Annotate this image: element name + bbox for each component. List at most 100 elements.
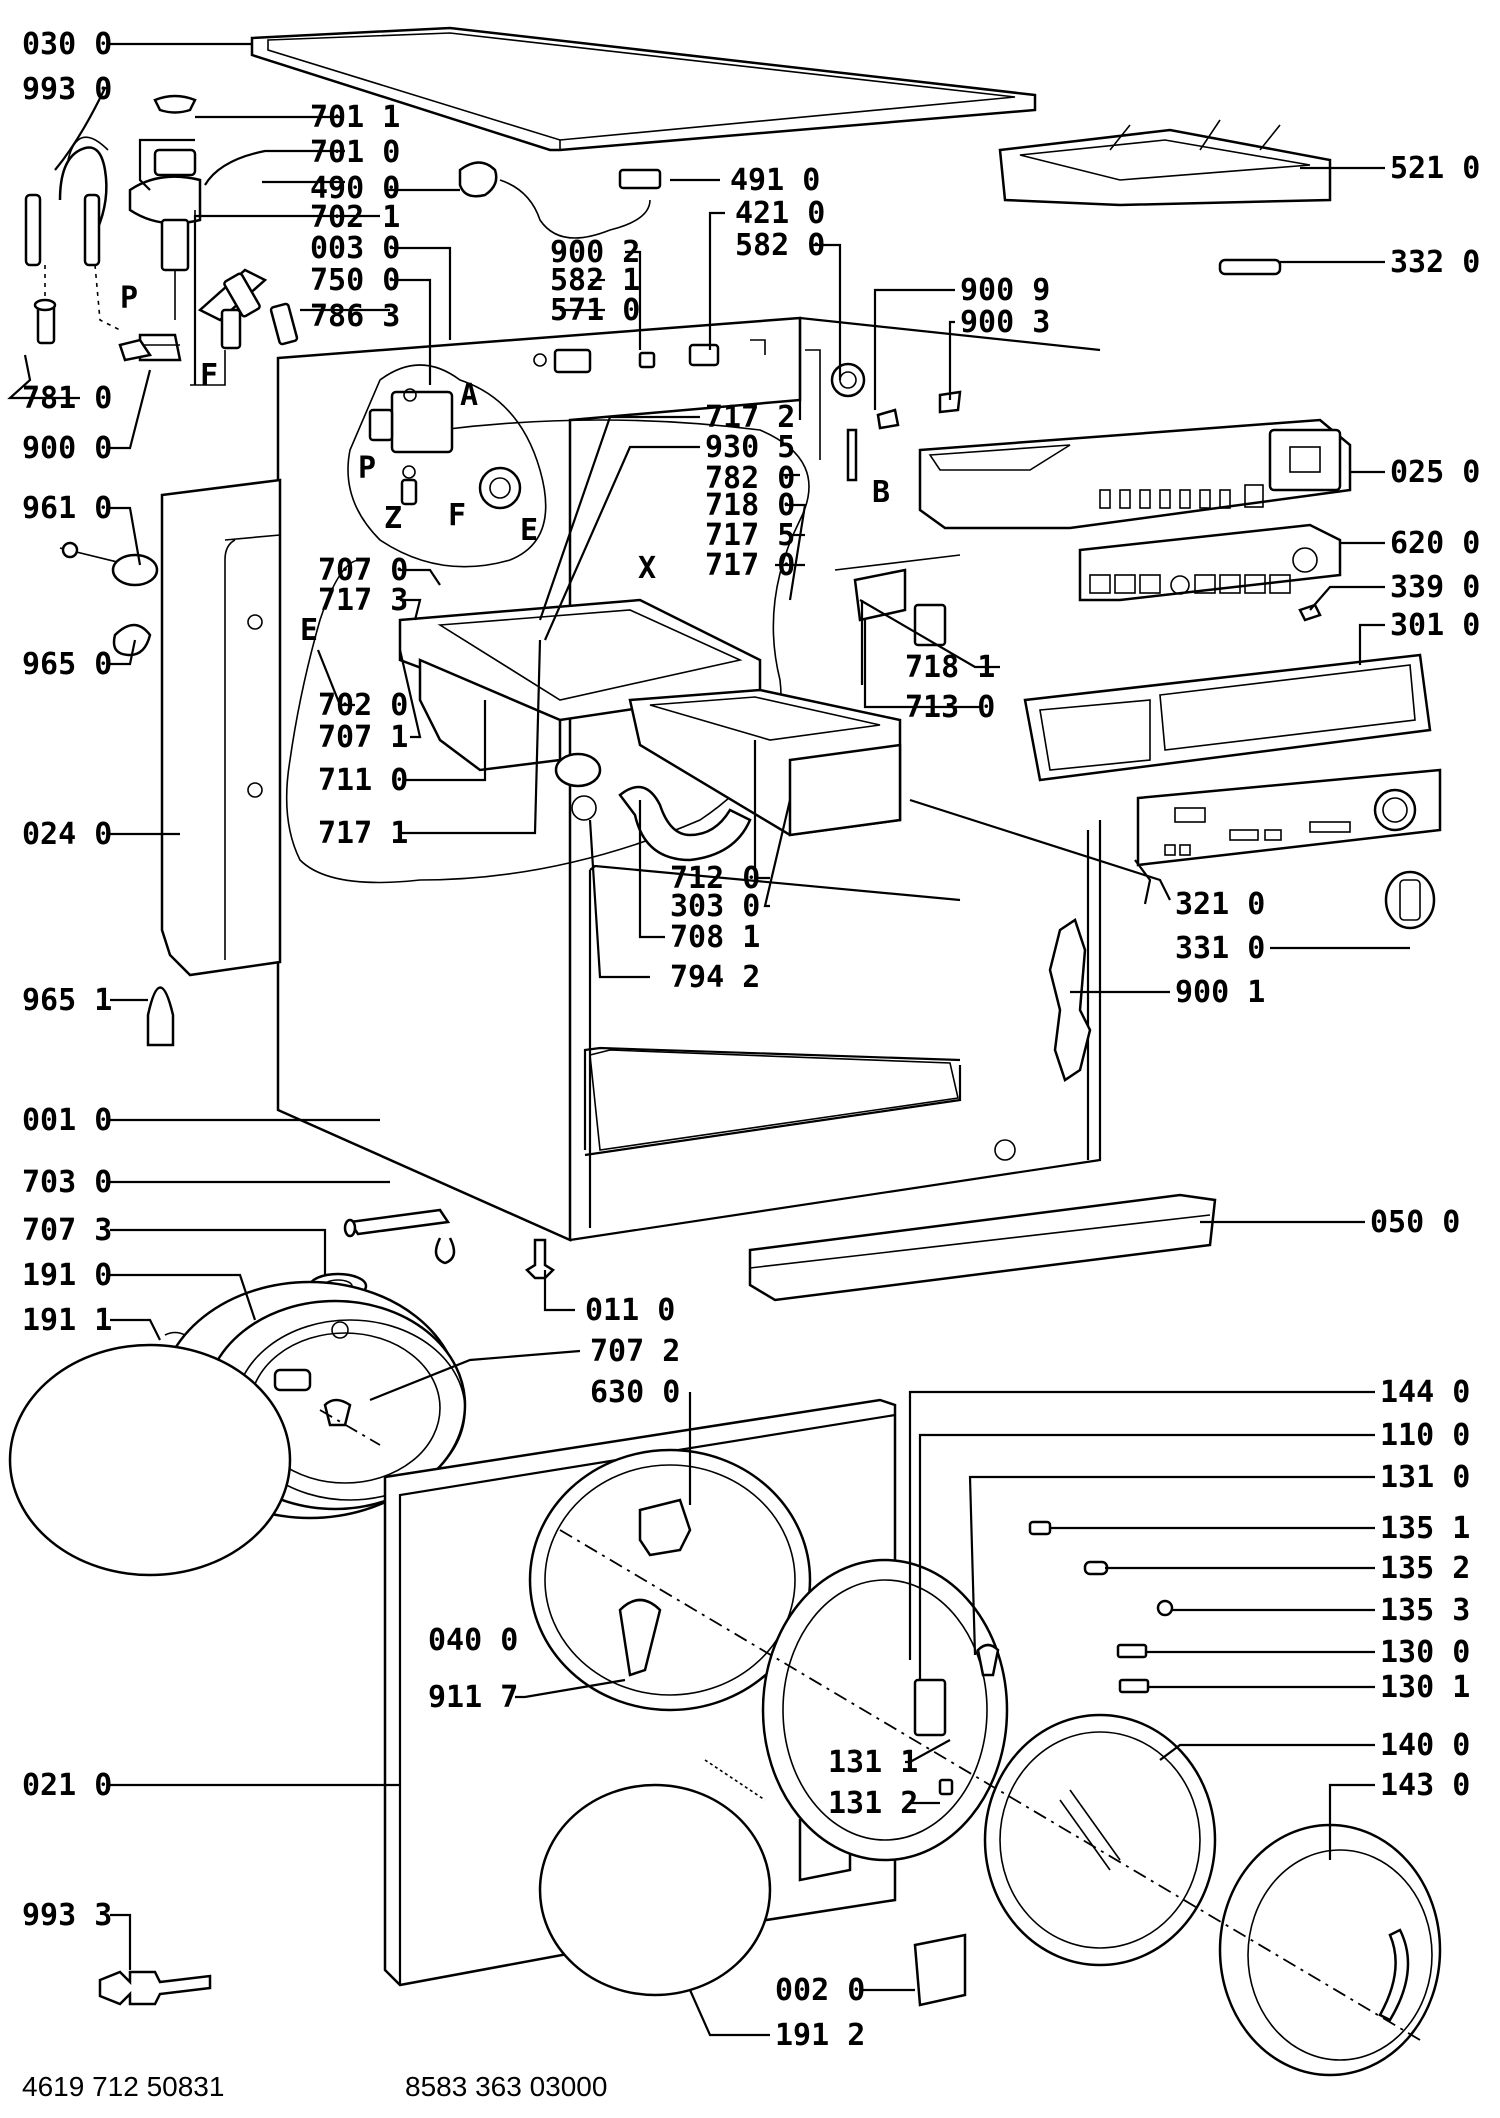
part-label: 708 1: [670, 920, 760, 955]
part-label: 718 1: [905, 650, 995, 685]
part-label: 131 1: [828, 1745, 918, 1780]
part-label: 620 0: [1390, 526, 1480, 561]
part-label: 131 0: [1380, 1460, 1470, 1495]
clips-top-right: [805, 349, 962, 482]
transport-foot: [146, 986, 175, 1047]
part-label: 025 0: [1390, 455, 1480, 490]
mains-cable: [458, 161, 766, 374]
part-label: 794 2: [670, 960, 760, 995]
callout-letter: E: [520, 513, 538, 548]
part-label: 782 0: [705, 461, 795, 496]
part-label: 130 1: [1380, 1670, 1470, 1705]
part-label: 711 0: [318, 763, 408, 798]
part-label: 993 0: [22, 72, 112, 107]
door-ring: [983, 1713, 1217, 1967]
control-panel: [918, 418, 1352, 530]
part-label: 717 5: [705, 518, 795, 553]
leader-lines: [7, 42, 1410, 2037]
callout-letter: X: [638, 551, 656, 586]
part-label: 961 0: [22, 491, 112, 526]
part-label: 703 0: [22, 1165, 112, 1200]
wiring-harness: [1048, 918, 1092, 1082]
part-label: 024 0: [22, 817, 112, 852]
part-label: 110 0: [1380, 1418, 1470, 1453]
control-panel-frame: [1023, 653, 1432, 782]
part-label: 490 0: [310, 171, 400, 206]
wrench-tool: [98, 1970, 212, 2006]
back-panel: [160, 478, 282, 977]
part-label: 993 3: [22, 1898, 112, 1933]
footer: 4619 712 50831 8583 363 03000: [22, 2071, 607, 2102]
pressure-switch-parts: [834, 554, 961, 685]
part-label: 003 0: [310, 231, 400, 266]
top-cover: [250, 26, 1037, 152]
part-label: 718 0: [705, 488, 795, 523]
part-label: 707 2: [590, 1334, 680, 1369]
part-label: 900 9: [960, 273, 1050, 308]
parts-drawing: [8, 26, 1442, 2077]
part-label: 135 2: [1380, 1551, 1470, 1586]
part-label: 191 2: [775, 2018, 865, 2053]
part-label: 521 0: [1390, 151, 1480, 186]
part-label: 143 0: [1380, 1768, 1470, 1803]
part-label: 900 1: [1175, 975, 1265, 1010]
part-label: 900 3: [960, 305, 1050, 340]
callout-letter: A: [460, 378, 478, 413]
water-valve-group-outline: [347, 364, 547, 568]
part-label: 140 0: [1380, 1728, 1470, 1763]
part-label: 301 0: [1390, 608, 1480, 643]
footer-left-code: 4619 712 50831: [22, 2071, 224, 2102]
part-label: 717 1: [318, 816, 408, 851]
door-glass-lower: [538, 1759, 772, 1997]
part-label: 707 1: [318, 720, 408, 755]
part-label: 002 0: [775, 1973, 865, 2008]
part-label: 582 1: [550, 263, 640, 298]
hose-clip: [118, 338, 153, 362]
part-label: 702 1: [310, 200, 400, 235]
panel-buttons: [1099, 484, 1264, 509]
panel-fascia: [1136, 768, 1442, 867]
part-label: 021 0: [22, 1768, 112, 1803]
callout-letter: P: [358, 451, 376, 486]
part-label: 900 2: [550, 235, 640, 270]
part-label: 965 0: [22, 647, 112, 682]
clamp-spring: [164, 1331, 186, 1336]
part-label: 717 2: [705, 400, 795, 435]
part-label: 717 3: [318, 583, 408, 618]
program-switch-module: [998, 119, 1332, 276]
part-label: 135 1: [1380, 1511, 1470, 1546]
part-label: 781 0: [22, 381, 112, 416]
part-label: 001 0: [22, 1103, 112, 1138]
part-label: 965 1: [22, 983, 112, 1018]
part-label: 135 3: [1380, 1593, 1470, 1628]
callout-letters: P F A P Z F E B X E: [120, 281, 890, 648]
part-label: 911 7: [428, 1680, 518, 1715]
callout-letter: B: [872, 475, 890, 510]
transport-bolt: [59, 541, 159, 657]
callout-letter: E: [300, 613, 318, 648]
hinge-screws: [938, 1520, 1174, 1796]
part-label: 191 0: [22, 1258, 112, 1293]
callout-letter: F: [200, 358, 218, 393]
part-label: 421 0: [735, 196, 825, 231]
part-label: 582 0: [735, 228, 825, 263]
door-glass-left: [8, 1343, 292, 1577]
part-label: 713 0: [905, 690, 995, 725]
part-label: 339 0: [1390, 570, 1480, 605]
part-label: 303 0: [670, 889, 760, 924]
water-valve: [368, 388, 522, 510]
part-label: 131 2: [828, 1786, 918, 1821]
callout-letter: F: [448, 498, 466, 533]
part-label: 491 0: [730, 163, 820, 198]
part-label: 702 0: [318, 688, 408, 723]
part-label: 130 0: [1380, 1635, 1470, 1670]
detergent-housing: [398, 598, 762, 862]
part-label: 707 3: [22, 1213, 112, 1248]
door-outer: [1218, 1823, 1442, 2077]
part-label: 900 0: [22, 431, 112, 466]
part-label: 701 0: [310, 135, 400, 170]
part-label: 321 0: [1175, 887, 1265, 922]
door-handle-insert: [913, 1933, 967, 2007]
part-labels: 030 0 993 0 701 1 701 0 490 0 702 1 003 …: [22, 27, 1480, 2053]
